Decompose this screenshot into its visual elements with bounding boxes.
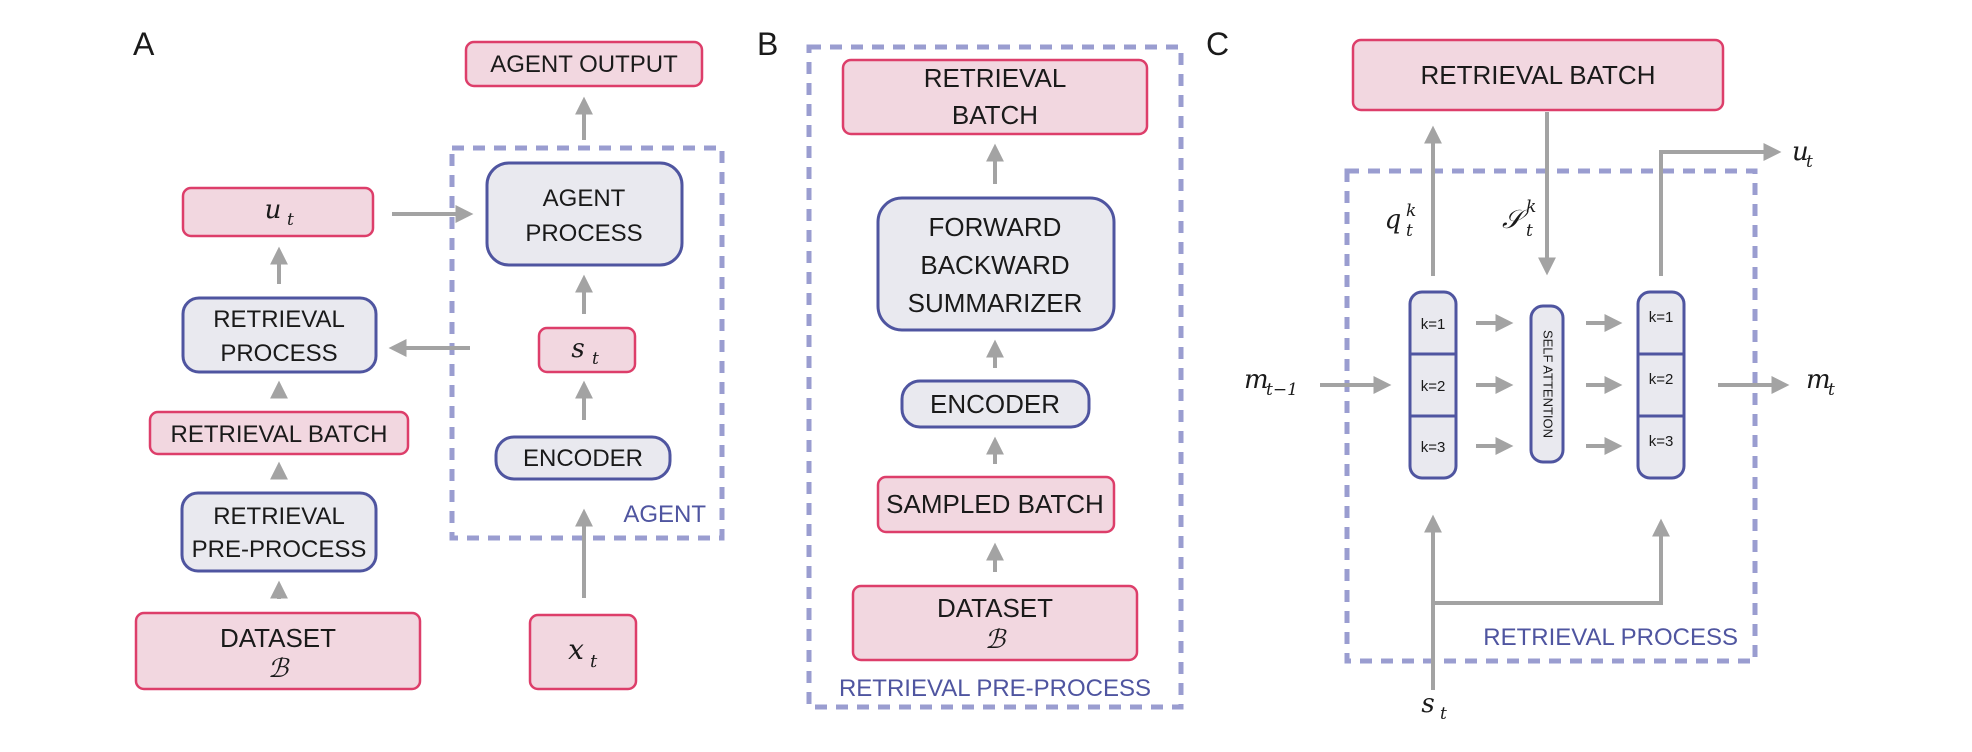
memory-slots-right — [1636, 290, 1686, 480]
c-retrieval-batch-label: RETRIEVAL BATCH — [1420, 60, 1655, 90]
summarizer-box — [876, 196, 1116, 332]
s-k-label: 𝒮 — [1502, 205, 1529, 235]
retrieval-process-region-label: RETRIEVAL PROCESS — [1483, 624, 1738, 651]
a-s-t-sub: t — [592, 349, 599, 369]
m-next-sub: t — [1828, 380, 1835, 400]
x-t-box — [528, 613, 638, 691]
self-attention-box — [1529, 304, 1565, 464]
a-retrieval-preprocess-line2: PRE-PROCESS — [192, 536, 367, 563]
a-retrieval-batch-label: RETRIEVAL BATCH — [171, 421, 388, 448]
q-sub: t — [1406, 221, 1413, 241]
panel-a-letter: A — [133, 26, 155, 62]
panel-a-arrows — [270, 96, 593, 599]
c-u-label: u — [1792, 137, 1809, 167]
s-k-sub: t — [1526, 221, 1533, 241]
c-u-sub: t — [1806, 152, 1813, 172]
c-retrieval-batch-box — [1351, 38, 1725, 112]
memory-right-slot-3: k=3 — [1649, 433, 1674, 450]
preprocess-region-label: RETRIEVAL PRE-PROCESS — [839, 675, 1151, 702]
a-retrieval-process-line1: RETRIEVAL — [213, 306, 345, 333]
retrieval-process-region — [1344, 168, 1758, 664]
a-retrieval-batch-box — [148, 410, 410, 456]
arrow-u-out — [1659, 143, 1782, 276]
a-dataset-symbol: ℬ — [268, 654, 290, 684]
agent-process-label-line2: PROCESS — [525, 220, 642, 247]
panel-c-connectors — [1320, 112, 1790, 690]
b-dataset-symbol: ℬ — [985, 625, 1007, 655]
a-dataset-label: DATASET — [220, 623, 336, 653]
b-encoder-label: ENCODER — [930, 389, 1060, 419]
b-retrieval-batch-line2: BATCH — [952, 100, 1038, 130]
sampled-batch-label: SAMPLED BATCH — [886, 489, 1104, 519]
agent-output-label: AGENT OUTPUT — [490, 51, 678, 78]
s-k-sup: k — [1526, 197, 1536, 217]
panel-b: B RETRIEVAL PRE-PROCESS RETRIEVAL BATCH … — [757, 26, 1184, 710]
agent-region-label: AGENT — [623, 501, 706, 528]
preprocess-region — [806, 44, 1184, 710]
a-s-t-box — [537, 326, 637, 374]
a-dataset-box — [134, 611, 422, 691]
memory-right-slot-2: k=2 — [1649, 371, 1674, 388]
sampled-batch-box — [876, 475, 1116, 534]
memory-left-slot-3: k=3 — [1421, 439, 1446, 456]
memory-left-slot-2: k=2 — [1421, 378, 1446, 395]
panel-c-letter: C — [1206, 26, 1229, 62]
self-attention-label: SELF ATTENTION — [1541, 330, 1556, 438]
c-s-t-label: s — [1421, 689, 1434, 719]
b-encoder-box — [900, 379, 1091, 429]
b-dataset-label: DATASET — [937, 593, 1053, 623]
memory-slots-left — [1408, 290, 1458, 480]
a-encoder-box — [494, 435, 672, 481]
summarizer-line2: BACKWARD — [920, 250, 1069, 280]
m-next-label: m — [1806, 365, 1831, 395]
arrow-s-to-right-slots — [1431, 518, 1670, 690]
q-label: q — [1385, 205, 1402, 235]
a-s-t-label: s — [571, 334, 584, 364]
agent-process-box — [485, 161, 684, 267]
agent-region — [449, 145, 725, 541]
a-retrieval-preprocess-line1: RETRIEVAL — [213, 503, 345, 530]
agent-process-label-line1: AGENT — [543, 185, 626, 212]
m-prev-label: m — [1244, 365, 1269, 395]
memory-left-slot-1: k=1 — [1421, 316, 1446, 333]
summarizer-line1: FORWARD — [929, 212, 1062, 242]
summarizer-line3: SUMMARIZER — [908, 288, 1083, 318]
a-u-t-box — [181, 186, 375, 238]
memory-right-slot-1: k=1 — [1649, 309, 1674, 326]
q-sup: k — [1406, 201, 1416, 221]
a-retrieval-preprocess-box — [180, 491, 378, 573]
b-dataset-box — [851, 584, 1139, 662]
panel-c: C RETRIEVAL PROCESS RETRIEVAL BATCH k=1 … — [1206, 26, 1835, 724]
b-retrieval-batch-box — [841, 58, 1149, 136]
a-retrieval-process-box — [181, 296, 378, 374]
a-retrieval-process-line2: PROCESS — [220, 340, 337, 367]
x-t-sub: t — [590, 651, 598, 672]
a-u-t-sub: t — [287, 210, 294, 230]
panel-a: A AGENT AGENT OUTPUT AGENT PROCESS s t E… — [133, 26, 725, 691]
a-encoder-label: ENCODER — [523, 445, 643, 472]
agent-output-box — [464, 40, 704, 88]
m-prev-sub: t−1 — [1266, 380, 1298, 400]
c-s-t-sub: t — [1440, 704, 1447, 724]
a-u-t-label: u — [265, 195, 282, 225]
x-t-label: x — [568, 633, 584, 666]
b-retrieval-batch-line1: RETRIEVAL — [924, 63, 1067, 93]
panel-b-letter: B — [757, 26, 778, 62]
